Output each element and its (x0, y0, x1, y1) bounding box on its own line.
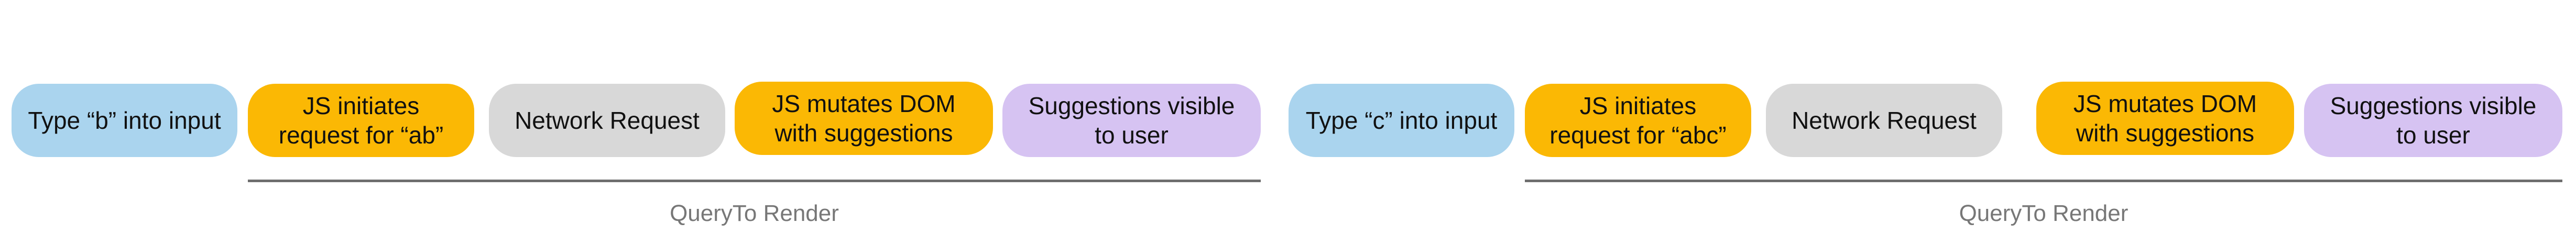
step-suggestions-visible: Suggestions visible to user (2304, 84, 2562, 157)
step-js-mutates-dom: JS mutates DOM with suggestions (2036, 82, 2294, 155)
step-network-request: Network Request (489, 84, 725, 157)
step-type-input: Type “c” into input (1289, 84, 1514, 157)
timeline-bar (248, 180, 1261, 182)
timeline-label: QueryTo Render (670, 201, 839, 226)
step-js-initiates-request: JS initiates request for “ab” (248, 84, 474, 157)
step-js-mutates-dom: JS mutates DOM with suggestions (735, 82, 993, 155)
timeline-label: QueryTo Render (1959, 201, 2129, 226)
timeline-bar (1525, 180, 2562, 182)
step-network-request: Network Request (1766, 84, 2002, 157)
step-js-initiates-request: JS initiates request for “abc” (1525, 84, 1751, 157)
step-type-input: Type “b” into input (12, 84, 237, 157)
step-suggestions-visible: Suggestions visible to user (1002, 84, 1261, 157)
